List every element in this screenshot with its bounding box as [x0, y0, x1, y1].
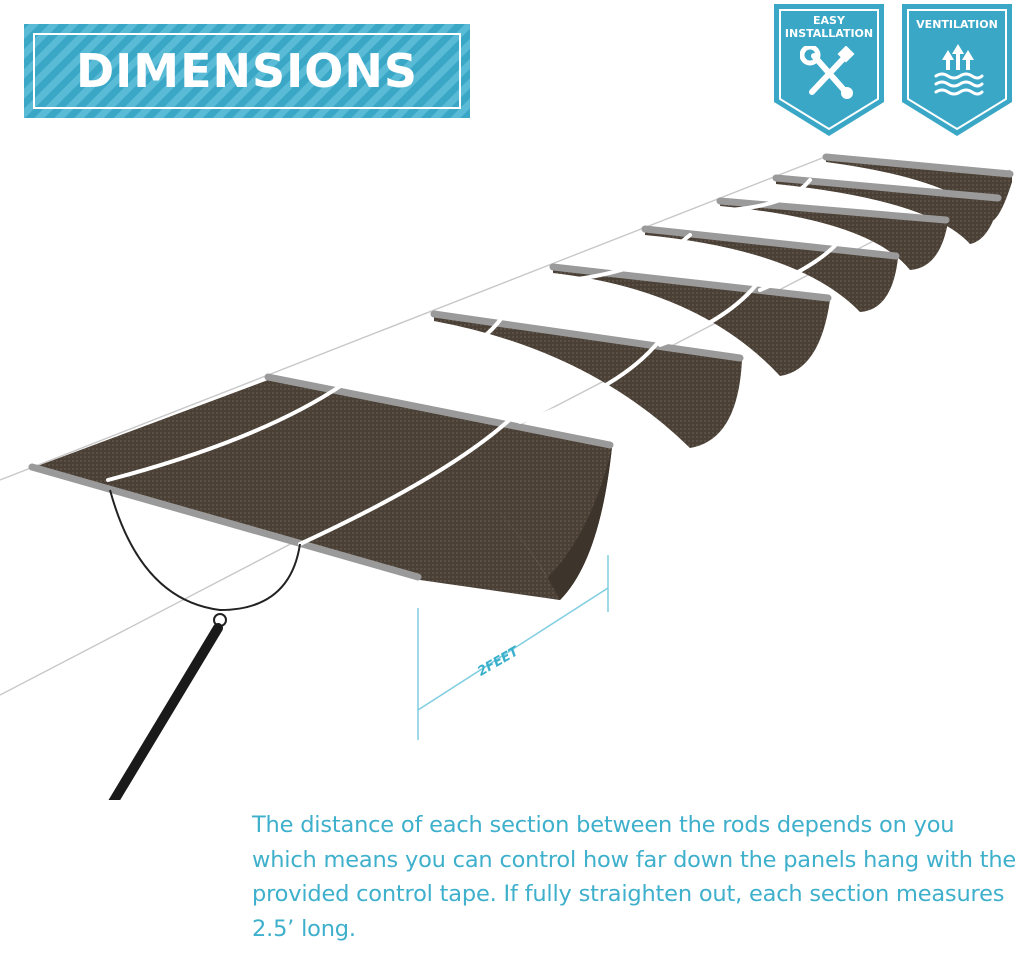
control-tape: [106, 178, 842, 546]
badge-label: VENTILATION: [916, 18, 998, 31]
pull-pole: [108, 489, 301, 800]
badge-label-line1: EASY: [813, 14, 845, 27]
caption-text: The distance of each section between the…: [252, 812, 1017, 942]
badge-label-line2: INSTALLATION: [784, 27, 874, 40]
rods: [28, 153, 1014, 581]
badge-easy-installation: EASY INSTALLATION: [772, 2, 886, 138]
title-banner: DIMENSIONS: [24, 24, 470, 118]
dimension-marker: [417, 555, 609, 740]
shade-panels: [32, 158, 1012, 600]
page-title: DIMENSIONS: [76, 44, 418, 98]
badge-ventilation: VENTILATION: [900, 2, 1014, 138]
tools-icon: [800, 46, 855, 99]
dimension-label: 2FEET: [475, 644, 522, 680]
shade-illustration: 2FEET: [0, 153, 1014, 800]
ventilation-icon: [934, 44, 984, 96]
title-frame: DIMENSIONS: [33, 33, 461, 109]
